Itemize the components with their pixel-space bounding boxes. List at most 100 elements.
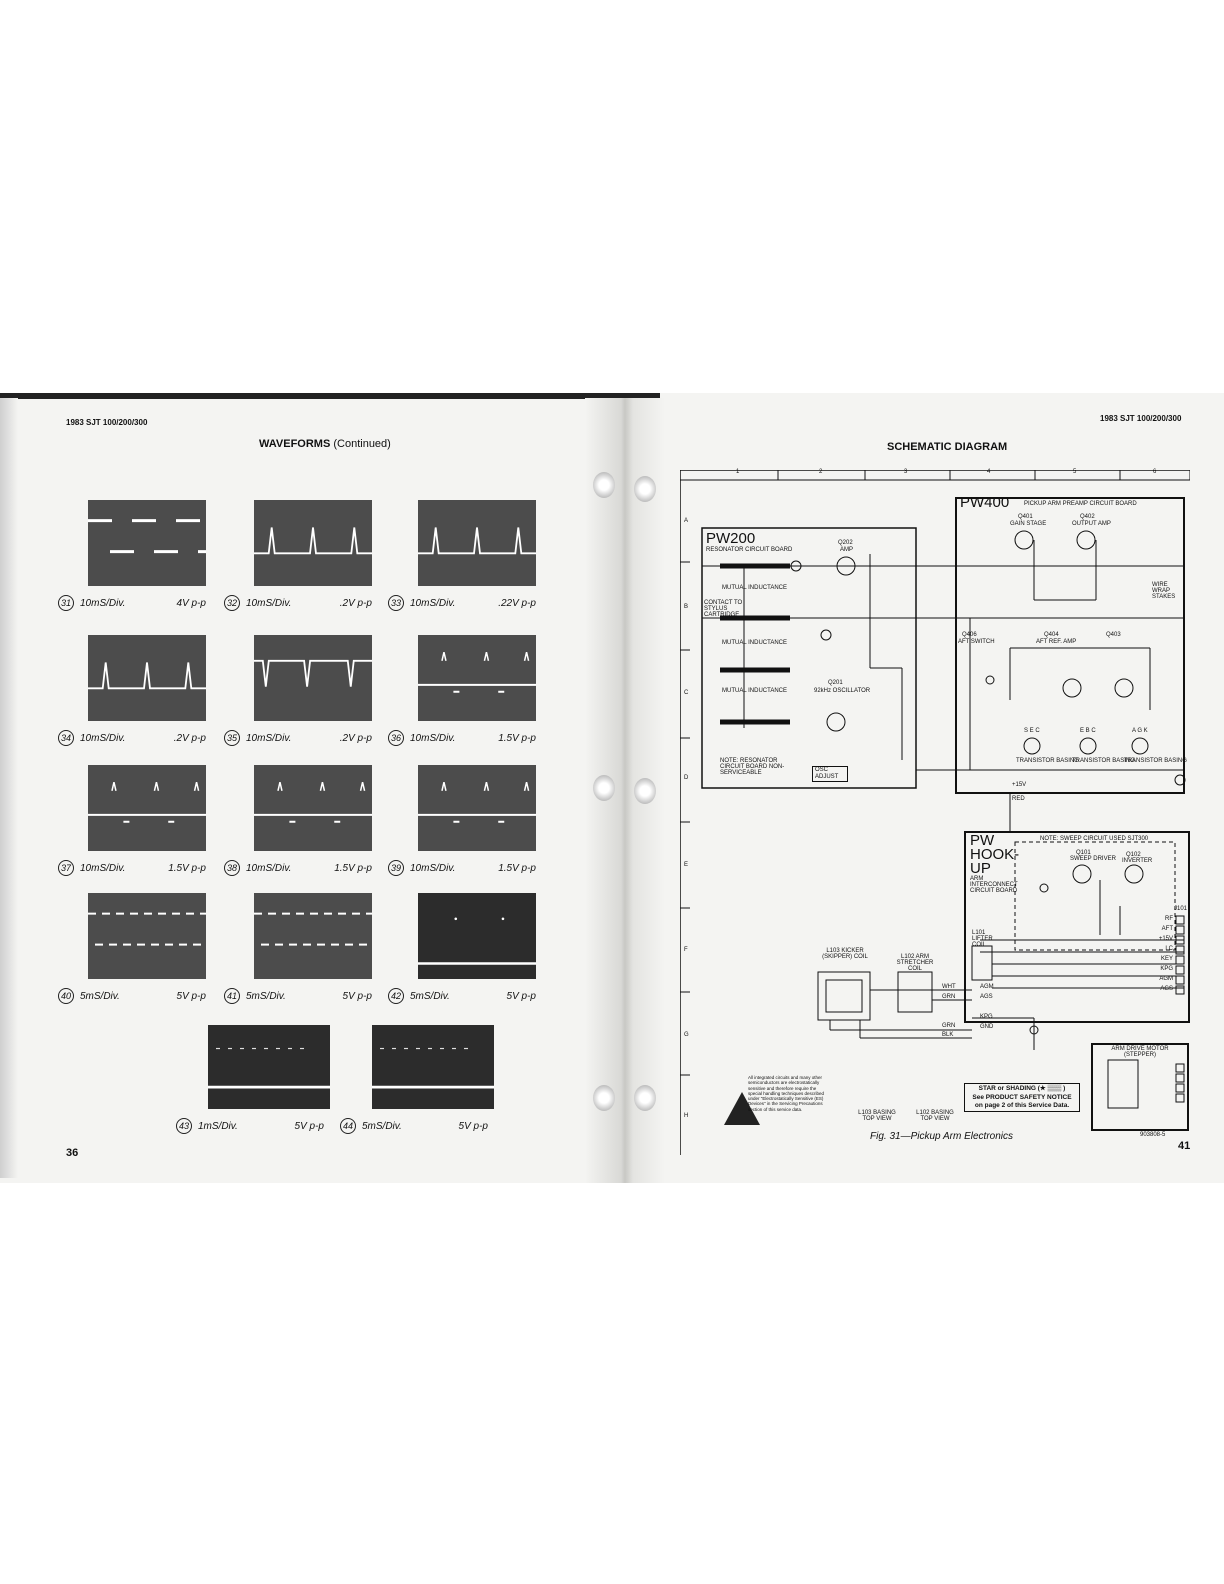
wire-label: GND — [980, 1024, 994, 1030]
page-edge-shadow — [0, 398, 18, 1178]
l103-label: L103 KICKER (SKIPPER) COIL — [822, 948, 868, 960]
timebase: 10mS/Div. — [80, 863, 126, 874]
timebase: 5mS/Div. — [80, 991, 120, 1002]
hookup-subline: INTERCONNECT — [970, 882, 1018, 888]
punch-hole — [634, 476, 656, 502]
amplitude: 4V p-p — [176, 598, 206, 609]
timebase: 10mS/Div. — [410, 733, 456, 744]
waveform-number: 41 — [224, 988, 240, 1004]
wire-label: KPG — [980, 1014, 993, 1020]
l102-basing-label: L102 BASING TOP VIEW — [916, 1110, 954, 1122]
ebc-basing-label: E B C — [1080, 728, 1096, 734]
l101-label: L101 LIFTER COIL — [972, 930, 993, 948]
right-header: 1983 SJT 100/200/300 — [1100, 414, 1182, 423]
q101-label: Q101 — [1076, 850, 1091, 856]
oscilloscope-trace — [418, 893, 536, 979]
transistor-basing-label: TRANSISTOR BASING — [1016, 758, 1079, 764]
timebase: 5mS/Div. — [246, 991, 286, 1002]
waveform-caption: 43 1mS/Div. 5V p-p — [176, 1118, 324, 1134]
right-page-title: SCHEMATIC DIAGRAM — [887, 441, 1008, 453]
amplitude: 5V p-p — [458, 1121, 488, 1132]
mutual-inductance-label: MUTUAL INDUCTANCE — [722, 640, 788, 646]
notice-line: on page 2 of this Service Data. — [974, 1102, 1070, 1109]
amplitude: .2V p-p — [339, 598, 372, 609]
sweep-note: NOTE: SWEEP CIRCUIT USED SJT300 — [1040, 836, 1149, 842]
output-amp-label: OUTPUT AMP — [1072, 521, 1111, 527]
waveform-number: 38 — [224, 860, 240, 876]
oscilloscope-trace — [88, 765, 206, 851]
timebase: 10mS/Div. — [80, 733, 126, 744]
punch-hole — [634, 778, 656, 804]
timebase: 1mS/Div. — [198, 1121, 238, 1132]
row-label: C — [684, 690, 689, 696]
timebase: 10mS/Div. — [410, 598, 456, 609]
amplitude: 1.5V p-p — [168, 863, 206, 874]
row-label: A — [684, 518, 689, 524]
connector-label: AGM — [1159, 976, 1173, 982]
connector-label: LC — [1165, 946, 1173, 952]
amplitude: 5V p-p — [506, 991, 536, 1002]
oscilloscope-trace — [88, 500, 206, 586]
wire-label: GRN — [942, 1023, 956, 1029]
q401-label: Q401 — [1018, 514, 1033, 520]
column-label: 3 — [904, 469, 908, 475]
figure-caption: Fig. 31—Pickup Arm Electronics — [870, 1131, 1014, 1142]
oscilloscope-trace — [254, 635, 372, 721]
amplitude: 5V p-p — [294, 1121, 324, 1132]
connector-label: RF — [1165, 916, 1173, 922]
row-label: B — [684, 604, 689, 610]
wire-label: AGM — [980, 984, 994, 990]
scan-edge-shadow — [0, 393, 660, 399]
connector-label: KPG — [1160, 966, 1173, 972]
punch-hole — [593, 1085, 615, 1111]
waveform-caption: 40 5mS/Div. 5V p-p — [58, 988, 206, 1004]
amplitude: 1.5V p-p — [498, 733, 536, 744]
arm-motor-label: ARM DRIVE MOTOR (STEPPER) — [1111, 1046, 1169, 1058]
aft-ref-amp-label: AFT REF. AMP — [1036, 639, 1077, 645]
oscilloscope-trace — [254, 500, 372, 586]
column-label: 2 — [819, 469, 823, 475]
oscilloscope-trace — [418, 635, 536, 721]
row-label: F — [684, 947, 688, 953]
punch-hole — [593, 472, 615, 498]
q201-label: Q201 — [828, 680, 843, 686]
j101-label: J101 — [1174, 906, 1188, 912]
wire-label: AGS — [980, 994, 993, 1000]
hookup-subline: ARM — [970, 876, 984, 882]
q402-label: Q402 — [1080, 514, 1095, 520]
hookup-subline: CIRCUIT BOARD — [970, 888, 1018, 894]
left-page-title: WAVEFORMS (Continued) — [259, 438, 391, 450]
connector-labels: RF AFT +15V LC KEY KPG AGM AGS — [1135, 914, 1173, 994]
oscilloscope-trace — [88, 893, 206, 979]
column-label: 5 — [1073, 469, 1077, 475]
schematic-diagram: 1 2 3 4 5 6 A B C D E F G H PW200 RESONA… — [679, 469, 1191, 1155]
timebase: 10mS/Div. — [246, 598, 292, 609]
column-label: 6 — [1153, 469, 1157, 475]
q404-label: Q404 — [1044, 632, 1059, 638]
hookup-line: HOOK- — [970, 846, 1020, 863]
transistor-basing-label: TRANSISTOR BASING — [1072, 758, 1135, 764]
oscilloscope-trace — [254, 893, 372, 979]
l102-label: L102 ARM STRETCHER COIL — [896, 954, 934, 972]
oscilloscope-trace — [254, 765, 372, 851]
part-number: 903808-5 — [1140, 1132, 1166, 1138]
pw200-label: PW200 — [706, 530, 756, 547]
red-wire-label: RED — [1012, 796, 1025, 802]
waveform-number: 40 — [58, 988, 74, 1004]
q406-label: Q406 — [962, 632, 977, 638]
amplitude: 5V p-p — [176, 991, 206, 1002]
gain-stage-label: GAIN STAGE — [1010, 521, 1047, 527]
column-label: 1 — [736, 469, 740, 475]
sweep-driver-label: SWEEP DRIVER — [1070, 856, 1116, 862]
waveform-number: 33 — [388, 595, 404, 611]
waveform-number: 43 — [176, 1118, 192, 1134]
notice-line: STAR or SHADING (★ ▒▒▒ ) — [978, 1085, 1066, 1092]
sec-basing-label: S E C — [1024, 728, 1040, 734]
